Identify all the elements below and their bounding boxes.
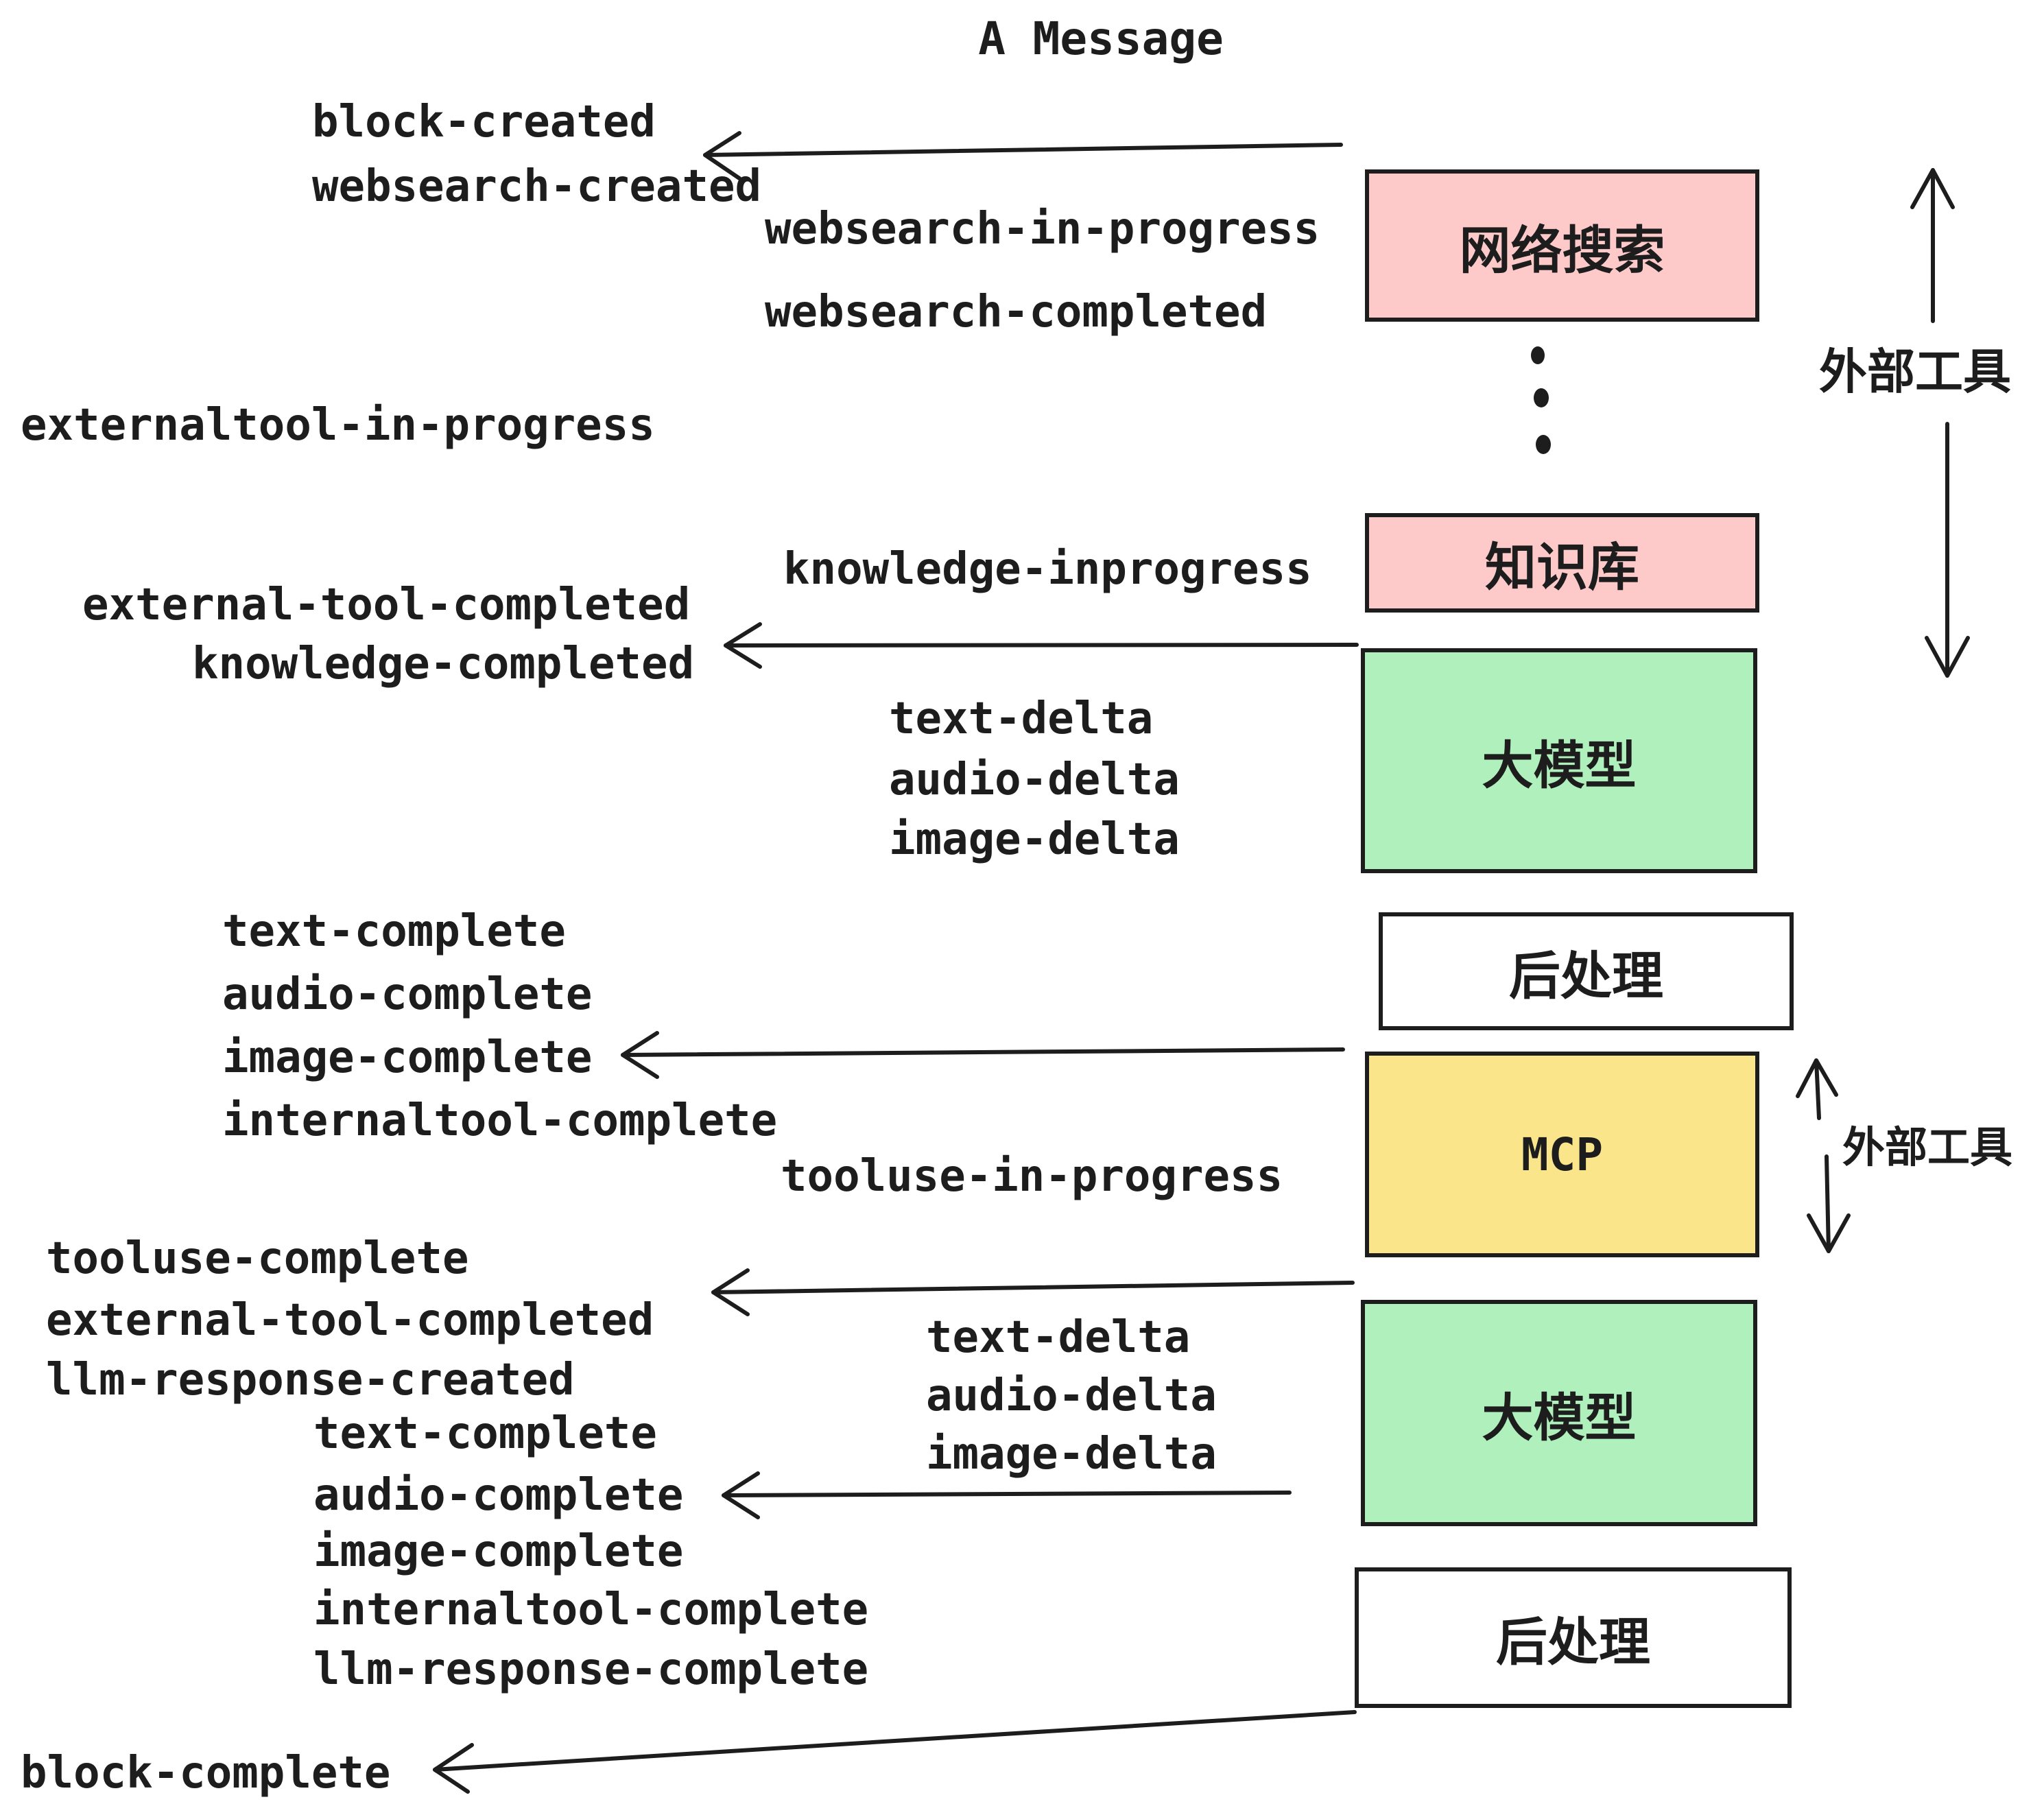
event-image-delta-2: image-delta <box>926 1429 1217 1480</box>
event-audio-complete-2: audio-complete <box>313 1470 684 1521</box>
external-tools-up-arrow-2-head <box>1796 1058 1838 1098</box>
external-tools-down-arrow-2 <box>1825 1154 1831 1253</box>
event-audio-complete-1: audio-complete <box>222 969 593 1020</box>
arrow-internaltool-complete-head <box>621 1031 659 1079</box>
arrow-llm-complete <box>722 1491 1292 1497</box>
event-text-delta-2: text-delta <box>926 1312 1191 1363</box>
event-knowledge-inprogress: knowledge-inprogress <box>783 544 1312 595</box>
event-external-tool-completed-1: external-tool-completed <box>82 580 691 630</box>
event-text-complete-2: text-complete <box>313 1408 657 1459</box>
event-block-created: block-created <box>312 97 656 147</box>
diagram-title: A Message <box>978 12 1224 65</box>
event-image-complete-2: image-complete <box>313 1526 684 1577</box>
external-tools-label-top: 外部工具 <box>1819 344 2011 400</box>
event-websearch-completed: websearch-completed <box>765 287 1268 337</box>
external-tools-label-bottom: 外部工具 <box>1842 1122 2013 1172</box>
external-tools-up-arrow-2 <box>1814 1058 1821 1120</box>
event-llm-response-created: llm-response-created <box>46 1355 575 1405</box>
node-llm-2: 大模型 <box>1361 1300 1757 1526</box>
external-tools-down-arrow-2-head <box>1807 1213 1851 1253</box>
node-llm-1: 大模型 <box>1361 648 1757 873</box>
external-tools-down-arrow-1-head <box>1925 636 1970 678</box>
node-mcp-label: MCP <box>1521 1128 1604 1181</box>
ellipsis-dots <box>1531 346 1551 454</box>
arrow-llm-complete-head <box>722 1471 760 1519</box>
arrow-internaltool-complete <box>621 1047 1345 1057</box>
event-externaltool-in-progress: externaltool-in-progress <box>21 400 655 451</box>
node-llm-2-label: 大模型 <box>1482 1387 1637 1448</box>
event-internaltool-complete-2: internaltool-complete <box>313 1585 869 1635</box>
node-websearch-label: 网络搜索 <box>1459 219 1665 281</box>
node-websearch: 网络搜索 <box>1365 169 1759 322</box>
event-knowledge-completed: knowledge-completed <box>192 639 695 689</box>
event-image-complete-1: image-complete <box>222 1032 593 1083</box>
event-block-complete: block-complete <box>21 1748 391 1799</box>
arrow-knowledge-completed-head <box>724 622 762 669</box>
arrow-websearch-created-head <box>703 131 741 180</box>
node-postprocess-2: 后处理 <box>1355 1567 1792 1708</box>
event-llm-response-complete: llm-response-complete <box>313 1644 869 1695</box>
event-internaltool-complete-1: internaltool-complete <box>222 1095 778 1146</box>
node-postprocess-1-label: 后处理 <box>1508 945 1663 1006</box>
event-websearch-in-progress: websearch-in-progress <box>765 204 1320 254</box>
event-tooluse-in-progress: tooluse-in-progress <box>781 1151 1283 1202</box>
node-mcp: MCP <box>1365 1052 1759 1257</box>
event-audio-delta-1: audio-delta <box>889 755 1180 805</box>
arrow-websearch-created <box>703 143 1343 157</box>
event-tooluse-complete: tooluse-complete <box>46 1233 469 1284</box>
event-external-tool-completed-2: external-tool-completed <box>46 1295 654 1346</box>
arrow-tooluse-complete <box>711 1281 1355 1294</box>
arrow-block-complete <box>433 1710 1357 1772</box>
arrow-block-complete-head <box>433 1743 474 1794</box>
node-postprocess-1: 后处理 <box>1379 912 1794 1030</box>
external-tools-up-arrow-1-head <box>1910 168 1955 209</box>
node-knowledge: 知识库 <box>1365 513 1759 613</box>
event-image-delta-1: image-delta <box>889 814 1180 865</box>
node-llm-1-label: 大模型 <box>1482 735 1637 796</box>
event-text-delta-1: text-delta <box>889 693 1154 744</box>
event-audio-delta-2: audio-delta <box>926 1370 1217 1421</box>
arrow-tooluse-complete-head <box>711 1268 750 1316</box>
node-knowledge-label: 知识库 <box>1484 537 1639 597</box>
node-postprocess-2-label: 后处理 <box>1495 1612 1650 1672</box>
event-websearch-created: websearch-created <box>312 161 762 212</box>
event-text-complete-1: text-complete <box>222 906 566 957</box>
